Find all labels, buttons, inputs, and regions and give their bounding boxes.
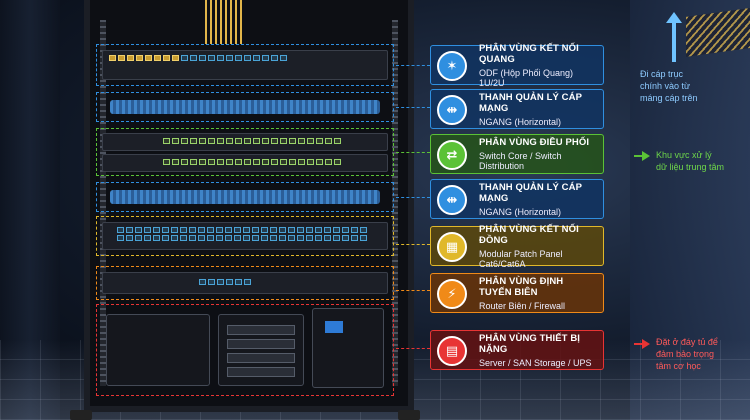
- cable-manager-1-device: [110, 100, 380, 114]
- san-storage: [218, 314, 304, 386]
- label-heavy-equipment-zone: ▤ PHÂN VÙNG THIẾT BỊ NẶNG Server / SAN St…: [430, 330, 604, 370]
- fiber-icon: ✶: [437, 51, 467, 81]
- patch-panel-icon: ▦: [437, 232, 467, 262]
- cable-manager-2-device: [110, 190, 380, 204]
- leader-5: [396, 244, 430, 245]
- note-bottom: Đặt ở đáy tủ để đảm bảo trọng tâm cơ học: [656, 337, 718, 371]
- zone-firewall-outline: [96, 266, 394, 300]
- label-title: PHÂN VÙNG KẾT NỐI ĐỒNG: [479, 223, 579, 246]
- arrow-up-icon: [666, 12, 682, 62]
- rack-foot-left: [70, 410, 92, 420]
- leader-4: [396, 197, 430, 198]
- label-subtitle: Switch Core / Switch Distribution: [479, 151, 562, 171]
- zone-cable-manager-2-outline: [96, 182, 394, 212]
- label-subtitle: NGANG (Horizontal): [479, 206, 562, 217]
- fiber-bundle-image: [205, 0, 245, 44]
- zone-cable-manager-1-outline: [96, 92, 394, 122]
- server-tower: [106, 314, 210, 386]
- label-subtitle: Router Biên / Firewall: [479, 300, 566, 311]
- router-firewall-device: [102, 272, 388, 294]
- label-title: PHÂN VÙNG ĐIỀU PHỐI: [479, 137, 590, 148]
- label-subtitle: Modular Patch Panel Cat6/Cat6A: [479, 248, 563, 269]
- cable-manager-icon: ⇹: [437, 185, 467, 215]
- zone-fiber-outline: [96, 44, 394, 86]
- ups-screen: [325, 321, 343, 333]
- label-title: THANH QUẢN LÝ CÁP MẠNG: [479, 181, 582, 204]
- note-middle: Khu vực xử lý dữ liệu trung tâm: [656, 150, 725, 172]
- zone-patch-panel-outline: [96, 216, 394, 256]
- label-subtitle: Server / SAN Storage / UPS: [479, 357, 592, 368]
- leader-2: [396, 107, 430, 108]
- rack-rail-left: [100, 20, 106, 386]
- background-aisle-right: [630, 0, 750, 420]
- label-subtitle: NGANG (Horizontal): [479, 116, 562, 127]
- label-title: PHÂN VÙNG KẾT NỐI QUANG: [479, 42, 579, 65]
- leader-7: [396, 348, 430, 349]
- label-cable-manager-1: ⇹ THANH QUẢN LÝ CÁP MẠNG NGANG (Horizonta…: [430, 89, 604, 129]
- switch-icon: ⇄: [437, 140, 467, 170]
- rack-foot-right: [398, 410, 420, 420]
- label-firewall-zone: ⚡ PHÂN VÙNG ĐỊNH TUYẾN BIÊN Router Biên /…: [430, 273, 604, 313]
- label-title: PHÂN VÙNG THIẾT BỊ NẶNG: [479, 332, 581, 355]
- leader-1: [396, 65, 430, 66]
- label-switch-zone: ⇄ PHÂN VÙNG ĐIỀU PHỐI Switch Core / Switc…: [430, 134, 604, 174]
- label-cable-manager-2: ⇹ THANH QUẢN LÝ CÁP MẠNG NGANG (Horizonta…: [430, 179, 604, 219]
- arrow-right-icon: [634, 339, 650, 349]
- patch-panel-device: [102, 222, 388, 250]
- cable-manager-icon: ⇹: [437, 95, 467, 125]
- firewall-shield-icon: ⚡: [437, 279, 467, 309]
- note-top: Đi cáp trục chính vào từ máng cáp trên: [640, 69, 698, 103]
- label-title: PHÂN VÙNG ĐỊNH TUYẾN BIÊN: [479, 275, 564, 298]
- label-subtitle: ODF (Hộp Phối Quang) 1U/2U: [479, 67, 574, 88]
- odf-device: [102, 50, 388, 80]
- odf-ports: [109, 55, 339, 61]
- leader-3: [396, 152, 430, 153]
- arrow-right-icon: [634, 151, 650, 161]
- switch-core-device: [102, 133, 388, 151]
- label-title: THANH QUẢN LÝ CÁP MẠNG: [479, 91, 582, 114]
- rack-rail-right: [392, 20, 398, 386]
- ups-device: [312, 308, 384, 388]
- zone-switch-outline: [96, 128, 394, 176]
- server-storage-icon: ▤: [437, 336, 467, 366]
- background-aisle-left: [0, 0, 60, 420]
- leader-6: [396, 290, 430, 291]
- zone-heavy-equipment-outline: [96, 304, 394, 396]
- switch-distribution-device: [102, 154, 388, 172]
